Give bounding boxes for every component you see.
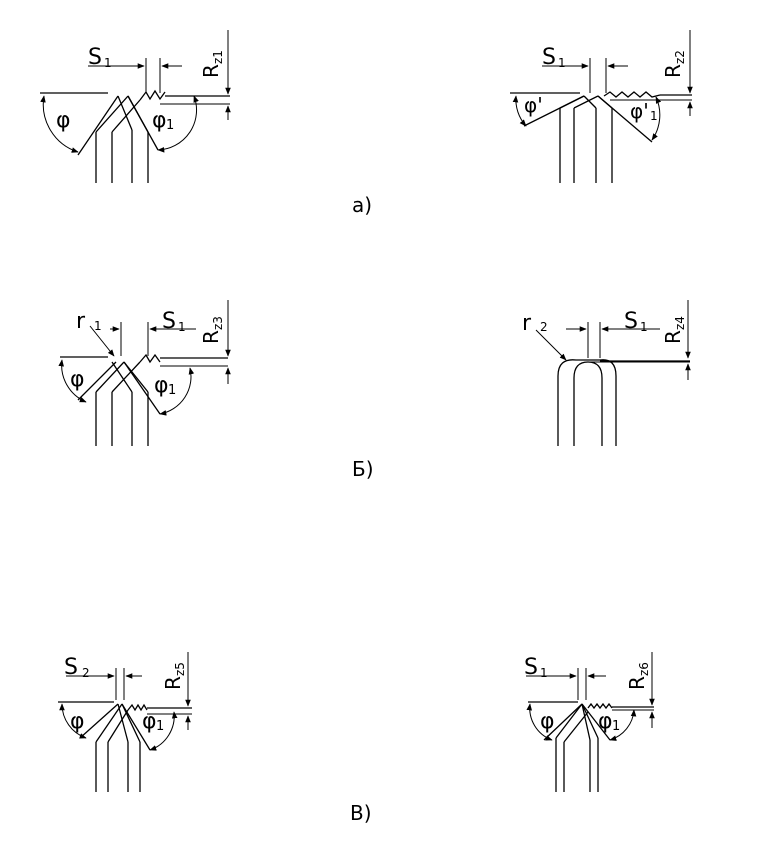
rz-subscript: z6 xyxy=(637,662,651,676)
phi-left-label: φ xyxy=(70,367,85,392)
s-subscript: 1 xyxy=(178,320,186,334)
r-subscript: 2 xyxy=(540,320,548,334)
r-subscript: 1 xyxy=(94,319,102,333)
phi-right-label: φ xyxy=(154,373,169,398)
s-subscript: 1 xyxy=(104,56,112,70)
phi-right-subscript: 1 xyxy=(168,383,176,398)
phi-right-subscript: 1 xyxy=(156,719,164,734)
phi-right-label: φ xyxy=(152,108,167,133)
phi-right-subscript: 1 xyxy=(650,109,658,123)
rz-subscript: z1 xyxy=(211,50,225,64)
phi-left-label: φ' xyxy=(524,93,543,117)
panel-c-right: S 1 φ φ 1 R z6 xyxy=(524,652,655,792)
rz-label: R xyxy=(199,64,223,78)
rz-label: R xyxy=(625,676,649,690)
r-label: r xyxy=(76,309,86,334)
caption-b: Б) xyxy=(352,457,374,481)
panel-a-left: S 1 φ φ 1 R z1 xyxy=(40,30,231,183)
rz-label: R xyxy=(199,330,223,344)
phi-right-label: φ xyxy=(142,709,157,734)
s-label: S xyxy=(162,309,176,334)
phi-right-label: φ xyxy=(598,709,613,734)
panel-a-right: S 1 φ' φ' 1 R z2 xyxy=(510,30,693,183)
phi-right-subscript: 1 xyxy=(612,719,620,734)
phi-left-label: φ xyxy=(70,709,85,734)
r-label: r xyxy=(522,311,532,336)
phi-left-label: φ xyxy=(56,108,71,133)
panel-b-left: r 1 S 1 φ φ 1 R z3 xyxy=(58,300,231,446)
caption-c: В) xyxy=(350,801,372,825)
rz-subscript: z4 xyxy=(673,316,687,330)
caption-a: a) xyxy=(352,193,372,217)
phi-right-label: φ' xyxy=(630,99,649,123)
s-subscript: 1 xyxy=(540,666,548,680)
rz-subscript: z5 xyxy=(173,662,187,676)
s-label: S xyxy=(542,45,556,70)
rz-label: R xyxy=(661,330,685,344)
s-subscript: 2 xyxy=(82,666,90,680)
panel-b-right: r 2 S 1 R z4 xyxy=(522,300,691,446)
panel-c-left: S 2 φ φ 1 R z5 xyxy=(58,652,192,792)
s-label: S xyxy=(624,309,638,334)
phi-left-label: φ xyxy=(540,709,555,734)
s-label: S xyxy=(524,655,538,680)
s-label: S xyxy=(88,45,102,70)
s-label: S xyxy=(64,655,78,680)
s-subscript: 1 xyxy=(640,320,648,334)
rz-label: R xyxy=(661,64,685,78)
rz-label: R xyxy=(161,676,185,690)
rz-subscript: z2 xyxy=(673,50,687,64)
s-subscript: 1 xyxy=(558,56,566,70)
rz-subscript: z3 xyxy=(211,316,225,330)
phi-right-subscript: 1 xyxy=(166,118,174,133)
